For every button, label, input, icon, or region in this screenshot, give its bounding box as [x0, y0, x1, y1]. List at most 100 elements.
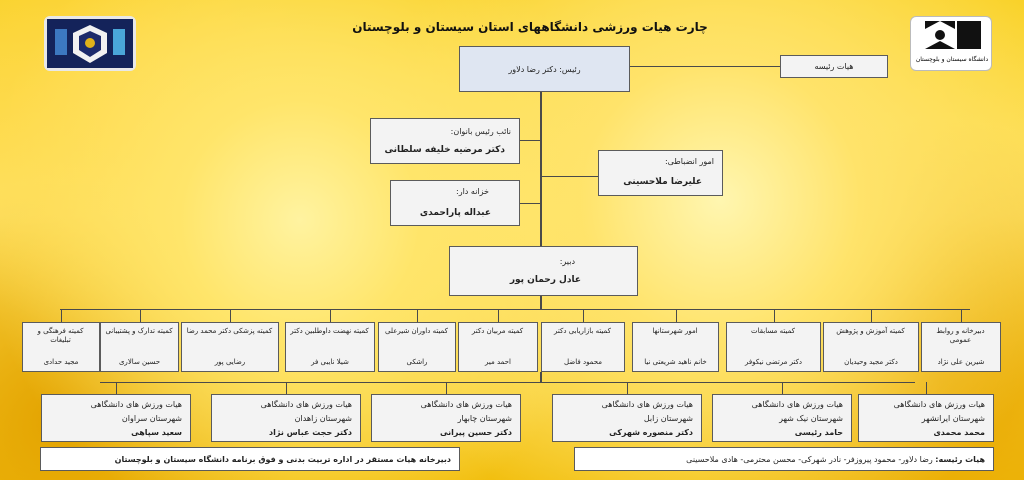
discipline-role: امور انضباطی: — [664, 157, 714, 166]
committee-box: کمیته داوران شیرعلی راشکی — [378, 322, 456, 372]
right-university-logo: دانشگاه سیستان و بلوچستان — [910, 16, 992, 71]
committee-box: دبیرخانه و روابط عمومی شیرین علی نژاد — [921, 322, 1001, 372]
city-board-box: هیات ورزش های دانشگاهی شهرستان ایرانشهر مح… — [858, 394, 994, 442]
committee-box: کمیته مربیان دکتر احمد میر — [458, 322, 538, 372]
committee-title: کمیته مسابقات — [751, 327, 795, 335]
committee-box: کمیته مسابقات دکتر مرتضی نیکوفر — [726, 322, 821, 372]
footer-board-line: هیات رئیسه: رضا دلاور- محمود پیروزفر- نا… — [686, 455, 985, 465]
city-board-title: هیات ورزش های دانشگاهی — [751, 400, 843, 409]
treasurer-role: خزانه دار: — [456, 187, 489, 196]
footer-secretariat-text: دبیرخانه هیات مستقر در اداره تربیت بدنی … — [114, 455, 451, 464]
city-drop-line — [286, 382, 287, 394]
city-head-name: دکتر حسین پیرانی — [439, 428, 512, 437]
committee-member: محمود فاضل — [564, 358, 602, 366]
committee-drop-line — [871, 309, 872, 322]
city-name: شهرستان زابل — [643, 414, 693, 423]
committee-title: دبیرخانه و روابط عمومی — [936, 327, 985, 344]
president-name: دکتر رضا دلاور — [508, 65, 557, 74]
city-bus-line — [100, 382, 915, 383]
secretary-box: دبیر: عادل رحمان پور — [449, 246, 638, 296]
committee-member: راشکی — [406, 358, 428, 366]
committee-drop-line — [498, 309, 499, 322]
city-name: شهرستان زاهدان — [294, 414, 352, 423]
city-head-name: دکتر منصوره شهرکی — [609, 428, 693, 437]
city-drop-line — [446, 382, 447, 394]
committee-member: مجید حدادی — [43, 358, 79, 366]
committee-title: کمیته بازاریابی دکتر — [554, 327, 611, 335]
committee-member: شیلا نایبی فر — [311, 358, 349, 366]
committee-drop-line — [61, 309, 62, 322]
discipline-box: امور انضباطی: علیرضا ملاحسینی — [598, 150, 723, 196]
committee-title: کمیته فرهنگی و تبلیغات — [37, 327, 84, 344]
committee-drop-line — [230, 309, 231, 322]
city-drop-line — [782, 382, 783, 394]
committee-member: خانم ناهید شریعتی نیا — [644, 358, 707, 366]
committee-drop-line — [961, 309, 962, 322]
treasurer-link-line — [520, 203, 540, 204]
committee-drop-line — [417, 309, 418, 322]
emblem-icon — [47, 19, 133, 68]
city-head-name: حامد رئیسی — [794, 428, 843, 437]
president-box: رئیس: دکتر رضا دلاور — [459, 46, 630, 92]
committee-drop-line — [583, 309, 584, 322]
vice-link-line — [520, 140, 540, 141]
city-drop-line — [627, 382, 628, 394]
board-members-footer: هیات رئیسه: رضا دلاور- محمود پیروزفر- نا… — [574, 447, 994, 471]
committee-drop-line — [675, 309, 677, 322]
board-box: هیات رئیسه — [780, 55, 888, 78]
committee-drop-line — [139, 309, 141, 322]
city-board-title: هیات ورزش های دانشگاهی — [420, 400, 512, 409]
city-board-title: هیات ورزش های دانشگاهی — [260, 400, 352, 409]
city-head-name: محمد محمدی — [933, 428, 985, 437]
university-emblem-icon — [925, 21, 981, 49]
chart-title: چارت هیات ورزشی دانشگاههای استان سیستان … — [352, 20, 708, 34]
secretary-down-line — [540, 296, 542, 310]
committee-title: کمیته داوران شیرعلی — [385, 327, 448, 335]
committee-box: کمیته آموزش و پژوهش دکتر مجید وحیدیان — [823, 322, 919, 372]
right-logo-caption: دانشگاه سیستان و بلوچستان — [915, 56, 989, 63]
committee-member: دکتر مجید وحیدیان — [844, 358, 898, 366]
president-role-name: رئیس: دکتر رضا دلاور — [460, 65, 629, 75]
committee-drop-line — [330, 309, 331, 322]
committee-title: کمیته نهضت داوطلبین دکتر — [290, 327, 369, 335]
city-bus-stem — [540, 372, 542, 383]
treasurer-box: خزانه دار: عبداله پاراحمدی — [390, 180, 520, 226]
committee-bus-line — [60, 309, 970, 310]
committee-box: کمیته نهضت داوطلبین دکتر شیلا نایبی فر — [285, 322, 375, 372]
city-drop-line — [116, 382, 117, 394]
committee-member: احمد میر — [485, 358, 511, 366]
city-head-name: دکتر حجت عباس نژاد — [269, 428, 352, 437]
committee-title: کمیته آموزش و پژوهش — [836, 327, 905, 335]
committee-member: شیرین علی نژاد — [937, 358, 985, 366]
discipline-link-line — [541, 176, 599, 177]
committee-member: حسین سالاری — [118, 358, 161, 366]
committee-title: کمیته مربیان دکتر — [471, 327, 524, 335]
city-board-box: هیات ورزش های دانشگاهی شهرستان زاهدان دکتر… — [211, 394, 361, 442]
city-head-name: سعید سپاهی — [131, 428, 182, 437]
discipline-name: علیرضا ملاحسینی — [623, 177, 702, 187]
vice-role: نائب رئیس بانوان: — [450, 127, 511, 136]
board-link-line — [630, 66, 780, 67]
committee-box: کمیته فرهنگی و تبلیغات مجید حدادی — [22, 322, 100, 372]
committee-drop-line — [773, 309, 775, 322]
city-name: شهرستان سراوان — [121, 414, 182, 423]
committee-member: رضایی پور — [214, 358, 246, 366]
committee-title: امور شهرستانها — [652, 327, 698, 335]
secretariat-footer: دبیرخانه هیات مستقر در اداره تربیت بدنی … — [40, 447, 460, 471]
committee-member: دکتر مرتضی نیکوفر — [744, 358, 803, 366]
main-vertical-line — [540, 91, 542, 248]
vice-name: دکتر مرضیه خلیفه سلطانی — [384, 145, 505, 155]
board-label: هیات رئیسه — [814, 62, 854, 71]
city-board-title: هیات ورزش های دانشگاهی — [893, 400, 985, 409]
president-role: رئیس: — [559, 65, 581, 74]
secretary-name: عادل رحمان پور — [509, 275, 581, 285]
city-name: شهرستان ایرانشهر — [921, 414, 985, 423]
city-drop-line — [926, 382, 927, 394]
footer-board-members: رضا دلاور- محمود پیروزفر- نادر شهرکی- مح… — [686, 455, 933, 464]
footer-board-label: هیات رئیسه: — [935, 455, 985, 464]
